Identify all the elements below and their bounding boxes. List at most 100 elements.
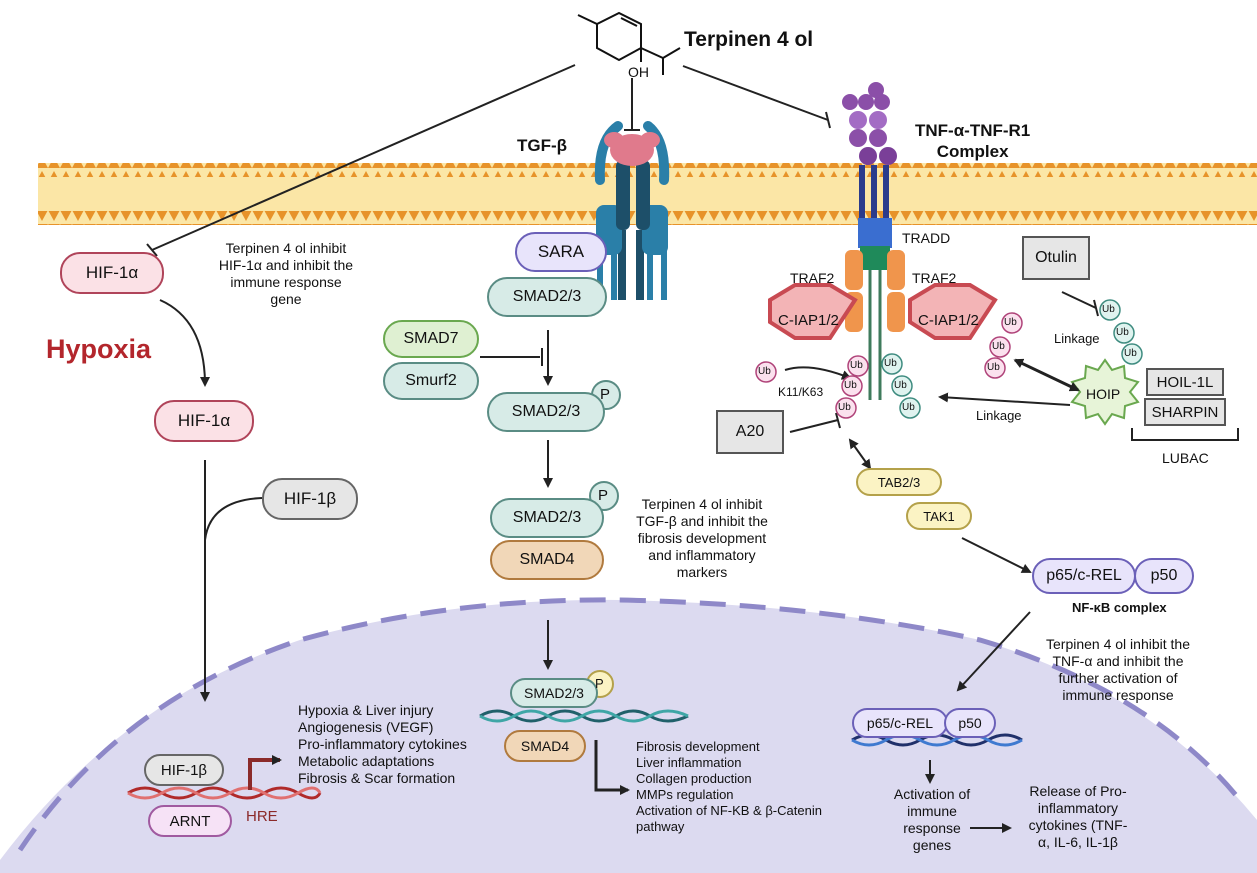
tnf-receptor [842,82,905,400]
release-1: Release of Pro- [1029,783,1127,799]
ub-label: Ub [844,380,857,391]
fibrosis-effect-2: Liver inflammation [636,755,742,770]
release-4: α, IL-6, IL-1β [1038,834,1118,850]
hypoxia-label: Hypoxia [46,334,152,364]
fibrosis-effect-6: pathway [636,819,685,834]
ub-chains [755,299,1143,419]
hif-note-4: gene [270,291,302,307]
arnt: ARNT [148,805,232,837]
hif1b: HIF-1β [262,478,358,520]
tnf-note: Terpinen 4 ol inhibit the TNF-α and inhi… [1020,636,1216,704]
p50: p50 [1134,558,1194,594]
release-2: inflammatory [1037,800,1119,816]
activation-4: genes [912,837,952,853]
nucleus [0,597,1257,873]
ub-label: Ub [1124,348,1137,359]
k11-label: K11/K63 [778,385,824,399]
inhibition-lines [146,64,831,257]
otulin-box: Otulin [1022,236,1090,280]
tgf-note-5: markers [676,564,728,580]
tnf-note-1: Terpinen 4 ol inhibit the [1046,636,1190,652]
smad7: SMAD7 [383,320,479,358]
hoip-shape [1070,358,1140,426]
ciap-left-label: C-IAP1/2 [778,312,839,329]
ub-label: Ub [987,362,1000,373]
hoip-label: HOIP [1086,386,1121,402]
ub-label: Ub [894,380,907,391]
tab23: TAB2/3 [856,468,942,496]
hypoxia-effect-5: Fibrosis & Scar formation [298,770,456,786]
ub-label: Ub [1004,317,1017,328]
ub-label: Ub [1116,327,1129,338]
dna-middle [479,709,689,723]
tnf-note-2: TNF-α and inhibit the [1052,653,1184,669]
hif-note-2: HIF-1α and inhibit the [218,257,354,273]
hif1b-nucleus: HIF-1β [144,754,224,786]
p65-nucleus: p65/c-REL [852,708,948,738]
ciap-right-label: C-IAP1/2 [918,312,979,329]
tnf-complex-line2: Complex [936,142,1009,161]
tnf-complex-line1: TNF-α-TNF-R1 [915,121,1031,140]
ciap-right-shape [908,283,998,340]
hypoxia-effect-1: Hypoxia & Liver injury [298,702,434,718]
hypoxia-effects: Hypoxia & Liver injury Angiogenesis (VEG… [298,702,467,787]
hif1a-top: HIF-1α [60,252,164,294]
hif1a-mid: HIF-1α [154,400,254,442]
tgf-note-3: fibrosis development [637,530,767,546]
ub-label: Ub [850,360,863,371]
ub-label: Ub [902,402,915,413]
tgf-note-2: TGF-β and inhibit the [636,513,768,529]
smurf2: Smurf2 [383,362,479,400]
ub-label: Ub [1102,304,1115,315]
smad23-b: SMAD2/3 [487,392,605,432]
tradd-label: TRADD [902,230,951,246]
tgf-note-4: and inflammatory [648,547,756,563]
terpinen-title: Terpinen 4 ol [684,28,814,51]
tak1: TAK1 [906,502,972,530]
tgf-label: TGF-β [517,136,568,155]
fibrosis-effect-1: Fibrosis development [636,739,760,754]
fibrosis-effect-5: Activation of NF-KB & β-Catenin [636,803,822,818]
traf2-left-label: TRAF2 [790,270,835,286]
tgf-note: Terpinen 4 ol inhibit TGF-β and inhibit … [612,496,792,581]
ub-label: Ub [838,402,851,413]
activation-1: Activation of [893,786,971,802]
hif-note-3: immune response [230,274,342,290]
dna-left [127,786,322,800]
lubac-bracket [1131,428,1239,441]
linkage-top-label: Linkage [1054,331,1100,346]
p-label-2: P [598,487,609,504]
smad4-nucleus: SMAD4 [504,730,586,762]
oh-label: OH [628,64,649,80]
p65: p65/c-REL [1032,558,1136,594]
a20-box: A20 [716,410,784,454]
activation-2: immune [907,803,957,819]
tnf-note-4: immune response [1062,687,1174,703]
sara: SARA [515,232,607,272]
tgf-receptor [594,121,670,300]
sharpin-box: SHARPIN [1144,398,1226,426]
nfkb-label: NF-κB complex [1072,600,1167,615]
p50-nucleus: p50 [944,708,996,738]
hypoxia-effect-2: Angiogenesis (VEGF) [298,719,434,735]
tgf-note-1: Terpinen 4 ol inhibit [641,496,763,512]
hif-note: Terpinen 4 ol inhibit HIF-1α and inhibit… [196,240,376,308]
tnf-note-3: further activation of [1058,670,1178,686]
smad23-nucleus: SMAD2/3 [510,678,598,708]
ub-label: Ub [884,358,897,369]
ub-label: Ub [758,366,771,377]
fibrosis-effects: Fibrosis development Liver inflammation … [636,739,822,835]
release-3: cytokines (TNF- [1028,817,1128,833]
fibrosis-effect-3: Collagen production [636,771,752,786]
smad4: SMAD4 [490,540,604,580]
activation-3: response [903,820,961,836]
traf2-right-label: TRAF2 [912,270,957,286]
arrows [159,291,1099,833]
ub-label: Ub [992,341,1005,352]
terpinen-molecule [577,11,681,75]
activation-text: Activation of immune response genes [872,786,992,854]
p-label-3: P [595,676,604,691]
tnf-complex-label: TNF-α-TNF-R1 Complex [915,120,1030,162]
